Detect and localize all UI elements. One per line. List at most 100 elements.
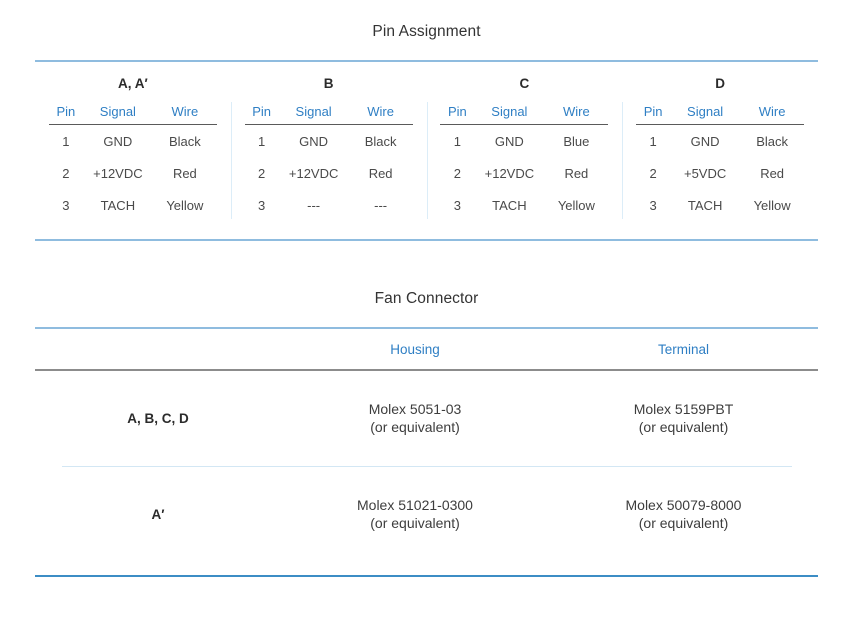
table-row: 1 GND Black xyxy=(49,125,217,158)
cell-pin: 3 xyxy=(62,198,70,213)
pin-assignment-section: Pin Assignment A, A′ Pin Signal Wire xyxy=(0,23,853,241)
column-header-signal: Signal xyxy=(278,104,349,125)
table-row: 3 TACH Yellow xyxy=(440,189,608,221)
cell-housing: Molex 51021-0300 (or equivalent) xyxy=(281,467,549,562)
table-header-row: Housing Terminal xyxy=(35,329,818,369)
cell-pin: 2 xyxy=(453,166,461,181)
cell-terminal-note: (or equivalent) xyxy=(638,514,729,531)
cell-wire: Red xyxy=(564,166,589,181)
column-header-pin: Pin xyxy=(244,104,279,125)
cell-wire: Red xyxy=(172,166,197,181)
column-header-signal: Signal xyxy=(670,104,741,125)
pin-table-b: B Pin Signal Wire 1 GND Black xyxy=(230,76,427,221)
cell-terminal-note: (or equivalent) xyxy=(638,418,729,435)
column-header-pin: Pin xyxy=(440,104,475,125)
pin-table-c-label: C xyxy=(519,76,530,91)
cell-housing-part: Molex 5051-03 xyxy=(368,401,462,417)
cell-wire: Yellow xyxy=(753,198,791,213)
pin-table-a: A, A′ Pin Signal Wire 1 GND Black xyxy=(35,76,231,221)
fan-connector-header-rule xyxy=(35,369,818,371)
cell-housing: Molex 5051-03 (or equivalent) xyxy=(281,371,549,466)
pin-assignment-bottom-rule xyxy=(35,239,818,241)
cell-signal: GND xyxy=(494,134,524,149)
table-row: A′ Molex 51021-0300 (or equivalent) Mole… xyxy=(35,467,818,562)
column-header-signal: Signal xyxy=(474,104,545,125)
cell-terminal: Molex 5159PBT (or equivalent) xyxy=(549,371,818,466)
table-header-row: Pin Signal Wire xyxy=(440,104,609,125)
datasheet-page: Pin Assignment A, A′ Pin Signal Wire xyxy=(0,23,853,638)
pin-assignment-tables: A, A′ Pin Signal Wire 1 GND Black xyxy=(35,62,818,221)
cell-pin: 1 xyxy=(453,134,461,149)
cell-housing-part: Molex 51021-0300 xyxy=(357,496,473,513)
table-row: 2 +12VDC Red xyxy=(49,157,217,189)
cell-signal: GND xyxy=(103,134,133,149)
table-row: 2 +12VDC Red xyxy=(245,157,413,189)
cell-wire: Blue xyxy=(563,134,590,149)
column-header-wire: Wire xyxy=(348,104,413,125)
column-header-group xyxy=(35,329,281,369)
cell-pin: 1 xyxy=(62,134,70,149)
pin-table-d-grid: Pin Signal Wire 1 GND Black 2 xyxy=(636,104,805,221)
cell-wire: Yellow xyxy=(166,198,204,213)
cell-wire: Red xyxy=(368,166,393,181)
table-row: 3 TACH Yellow xyxy=(636,189,804,221)
table-row: 1 GND Black xyxy=(245,125,413,158)
column-header-wire: Wire xyxy=(740,104,805,125)
table-row: 2 +12VDC Red xyxy=(440,157,608,189)
cell-signal: +12VDC xyxy=(288,166,339,181)
fan-connector-row-1: A, B, C, D Molex 5051-03 (or equivalent)… xyxy=(35,371,818,466)
cell-housing-note: (or equivalent) xyxy=(370,418,460,435)
cell-signal: GND xyxy=(299,134,329,149)
pin-table-c: C Pin Signal Wire 1 GND Blue xyxy=(426,76,623,221)
pin-assignment-title: Pin Assignment xyxy=(372,23,481,40)
column-header-wire: Wire xyxy=(544,104,609,125)
cell-pin: 3 xyxy=(258,198,266,213)
cell-signal: TACH xyxy=(492,198,527,213)
column-header-wire: Wire xyxy=(152,104,217,125)
cell-signal: +12VDC xyxy=(484,166,535,181)
column-header-signal: Signal xyxy=(82,104,153,125)
cell-signal: TACH xyxy=(687,198,723,213)
pin-table-a-grid: Pin Signal Wire 1 GND Black 2 xyxy=(48,104,217,221)
table-row: 1 GND Blue xyxy=(440,125,608,158)
cell-signal: +5VDC xyxy=(683,166,727,181)
pin-table-c-grid: Pin Signal Wire 1 GND Blue 2 xyxy=(440,104,609,221)
cell-pin: 2 xyxy=(649,166,657,181)
cell-group: A, B, C, D xyxy=(127,411,189,427)
table-row: 1 GND Black xyxy=(636,125,804,158)
cell-pin: 2 xyxy=(62,166,70,181)
cell-pin: 1 xyxy=(649,134,657,149)
cell-wire: Black xyxy=(364,134,397,149)
pin-table-d-label: D xyxy=(715,76,725,91)
fan-connector-row-divider xyxy=(61,465,792,467)
cell-signal: +12VDC xyxy=(93,166,143,181)
cell-housing-note: (or equivalent) xyxy=(370,514,460,531)
fan-connector-section: Fan Connector Housing Terminal A, B, C, … xyxy=(0,241,853,577)
fan-connector-bottom-rule xyxy=(35,574,818,577)
table-header-row: Pin Signal Wire xyxy=(636,104,805,125)
column-header-pin: Pin xyxy=(48,104,83,125)
cell-wire: Black xyxy=(756,134,789,149)
pin-assignment-top-rule xyxy=(35,60,818,62)
pin-table-b-label: B xyxy=(323,76,334,91)
cell-terminal-part: Molex 50079-8000 xyxy=(625,496,742,513)
table-row: 3 TACH Yellow xyxy=(49,189,217,221)
fan-connector-top-rule xyxy=(35,327,818,329)
cell-wire: Black xyxy=(168,134,201,149)
column-header-terminal: Terminal xyxy=(657,342,709,357)
pin-table-b-grid: Pin Signal Wire 1 GND Black 2 xyxy=(244,104,413,221)
column-header-housing: Housing xyxy=(390,342,440,357)
cell-wire: Yellow xyxy=(557,198,595,213)
fan-connector-row-2: A′ Molex 51021-0300 (or equivalent) Mole… xyxy=(35,467,818,562)
fan-connector-title: Fan Connector xyxy=(374,290,479,307)
cell-pin: 3 xyxy=(649,198,657,213)
cell-wire: --- xyxy=(374,198,388,213)
cell-wire: Red xyxy=(760,166,785,181)
cell-signal: TACH xyxy=(100,198,136,213)
fan-connector-grid: Housing Terminal xyxy=(35,329,818,369)
cell-terminal-part: Molex 5159PBT xyxy=(633,401,734,417)
table-row: 3 --- --- xyxy=(245,189,413,221)
cell-signal: GND xyxy=(690,134,720,149)
table-header-row: Pin Signal Wire xyxy=(48,104,217,125)
cell-group: A′ xyxy=(151,507,165,523)
